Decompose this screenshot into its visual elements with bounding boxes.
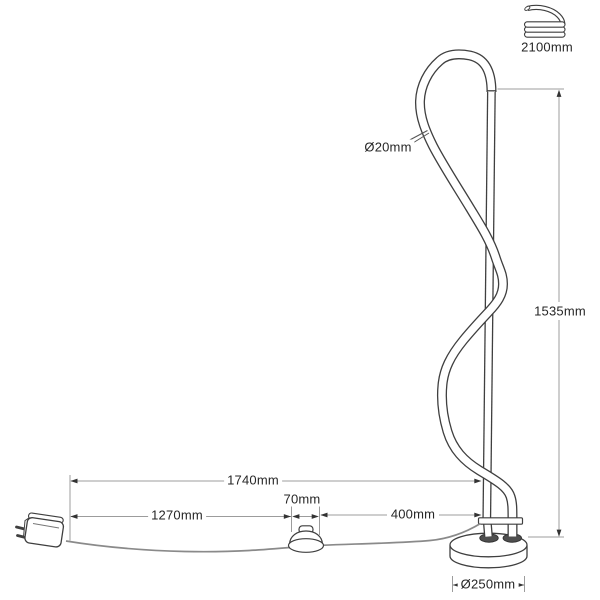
dim-label-switch-width: 70mm — [280, 491, 324, 507]
dim-label-height: 1535mm — [531, 303, 589, 319]
dim-label-switch-to-base: 400mm — [387, 506, 439, 522]
dim-label-tube-diameter: Ø20mm — [361, 139, 415, 155]
coil-icon — [523, 4, 566, 38]
dim-label-plug-to-switch: 1270mm — [148, 507, 206, 523]
flex-tube — [414, 49, 518, 522]
dim-label-coil-length: 2100mm — [518, 39, 576, 55]
dim-label-total-run: 1740mm — [224, 472, 282, 488]
mounting-bracket — [477, 517, 524, 525]
dim-label-base-diameter: Ø250mm — [457, 576, 519, 592]
foot-switch — [287, 525, 325, 553]
lamp-base — [449, 520, 528, 569]
switch-plate — [287, 538, 325, 553]
power-cable — [65, 522, 481, 553]
adapter-body — [24, 517, 65, 548]
power-adapter — [15, 512, 65, 548]
